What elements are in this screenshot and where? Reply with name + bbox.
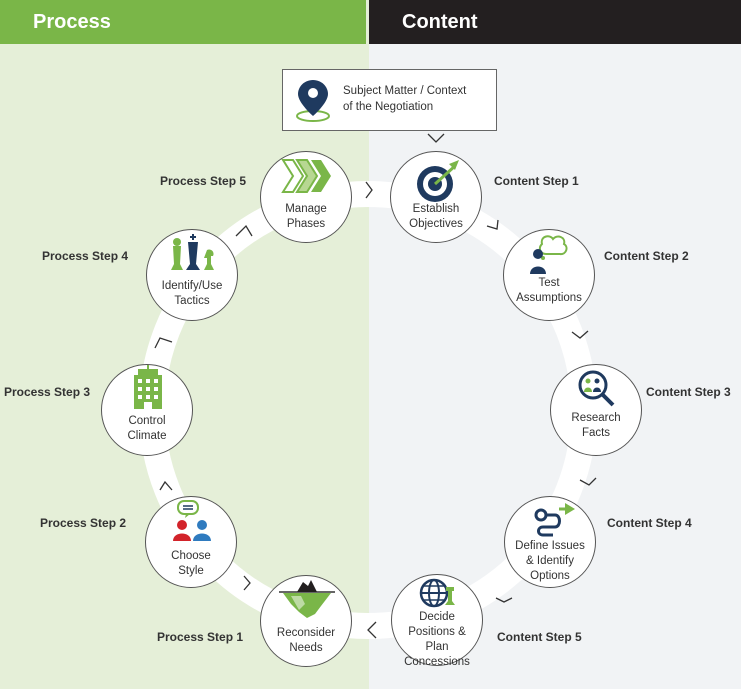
process-step-4-label: Process Step 4 (42, 249, 129, 263)
content-step-2-node: Test Assumptions (503, 229, 595, 321)
node-label-line: Objectives (409, 218, 463, 230)
node-label-line: Reconsider (276, 627, 336, 639)
process-step-1-label: Process Step 1 (157, 630, 244, 644)
flow-arrow (486, 219, 499, 230)
node-label-line: Tactics (174, 295, 210, 307)
content-step-3-node: Research Facts (550, 364, 642, 456)
process-step-3-label: Process Step 3 (4, 385, 91, 399)
node-label-line: & Identify (526, 555, 574, 567)
content-step-3-label: Content Step 3 (646, 385, 731, 399)
node-label-line: Facts (581, 427, 611, 439)
flow-arrow (427, 133, 445, 143)
node-label-line: Define Issues (515, 540, 585, 552)
node-label-line: Options (530, 570, 570, 582)
flow-arrow (579, 477, 597, 486)
flow-arrow (495, 597, 513, 603)
content-step-5-node: Decide Positions & Plan Concessions (391, 574, 483, 668)
node-label-line: Decide (419, 611, 455, 623)
process-step-5-label: Process Step 5 (160, 174, 247, 188)
flow-arrow (235, 224, 253, 237)
location-pin-icon (296, 80, 330, 122)
phases-chevrons-icon (281, 159, 331, 193)
iceberg-icon (279, 580, 335, 618)
node-label-line: Test (538, 277, 560, 289)
chess-pieces-icon (171, 234, 214, 270)
process-step-3-node: Control Climate (101, 364, 193, 456)
subject-line-2: of the Negotiation (343, 101, 434, 113)
node-label-line: Positions & Plan (408, 626, 466, 653)
node-label-line: Style (178, 565, 204, 577)
flow-arrow (159, 480, 173, 491)
node-label-line: Identify/Use (161, 280, 223, 292)
node-label-line: Climate (127, 430, 167, 442)
content-step-2-label: Content Step 2 (604, 249, 689, 263)
node-label-line: Concessions (404, 656, 470, 668)
people-chat-icon (173, 500, 211, 541)
process-step-4-node: Identify/Use Tactics (146, 229, 238, 321)
content-header: Content (369, 0, 741, 44)
content-step-4-label: Content Step 4 (607, 516, 692, 530)
flow-arrow (365, 181, 373, 199)
subject-line-1: Subject Matter / Context (343, 85, 467, 97)
path-arrow-icon (534, 503, 575, 537)
process-header: Process (0, 0, 366, 44)
flow-arrow (367, 621, 377, 639)
node-label-line: Control (128, 415, 166, 427)
content-step-1-label: Content Step 1 (494, 174, 579, 188)
process-step-2-node: Choose Style (145, 496, 237, 588)
node-label-line: Assumptions (516, 292, 582, 304)
node-label-line: Manage (285, 203, 327, 215)
node-label-line: Phases (286, 218, 326, 230)
magnifier-people-icon (578, 370, 615, 407)
subject-matter-box: Subject Matter / Context of the Negotiat… (282, 69, 497, 131)
process-step-2-label: Process Step 2 (40, 516, 127, 530)
flow-arrow (154, 337, 173, 349)
content-step-4-node: Define Issues & Identify Options (504, 496, 596, 588)
node-label-line: Establish (412, 203, 460, 215)
building-icon (134, 365, 162, 409)
content-step-5-label: Content Step 5 (497, 630, 582, 644)
target-icon (417, 160, 459, 202)
node-label-line: Choose (171, 550, 211, 562)
thinking-person-icon (530, 235, 568, 274)
process-step-1-node: Reconsider Needs (260, 575, 352, 667)
flow-arrow (243, 575, 251, 591)
node-label-line: Research (571, 412, 621, 424)
content-step-1-node: Establish Objectives (390, 151, 482, 243)
node-label-line: Needs (289, 642, 323, 654)
process-step-5-node: Manage Phases (260, 151, 352, 243)
flow-arrow (571, 330, 589, 339)
globe-chess-icon (419, 578, 455, 608)
